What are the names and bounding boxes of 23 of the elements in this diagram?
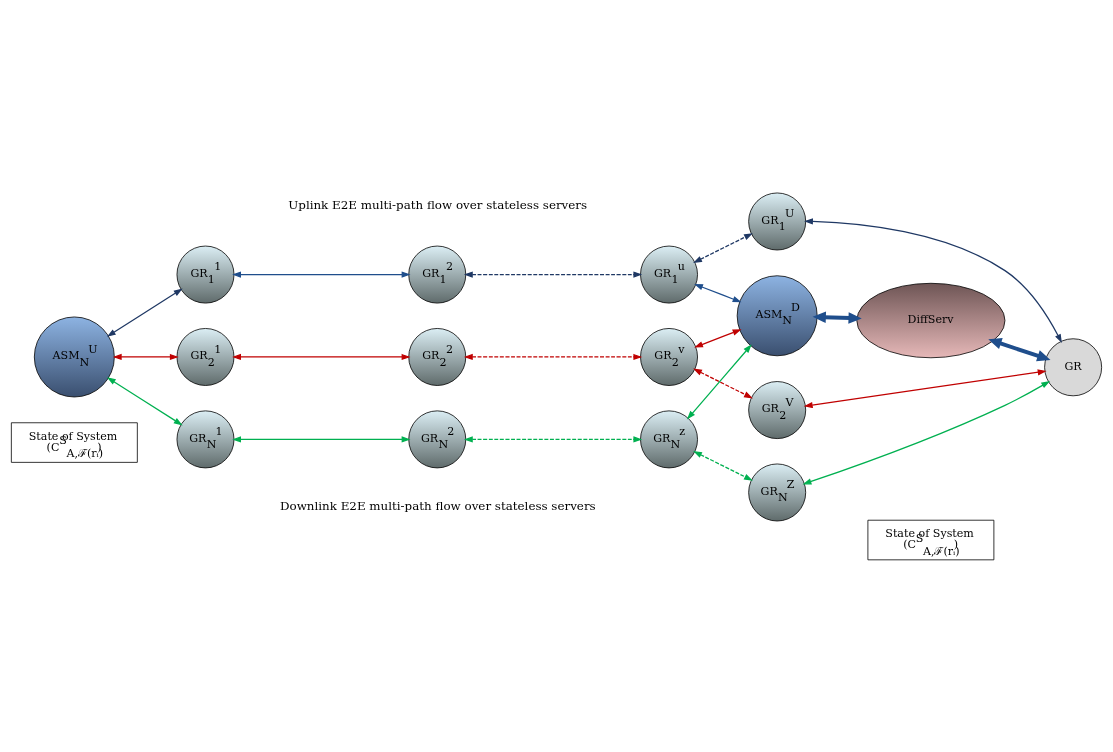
node-circle: GR [1044,338,1103,397]
arrow [232,271,411,278]
arrow [803,369,1047,409]
arrow [232,353,411,361]
arrow [693,233,753,263]
arrow [686,344,752,420]
arrow [804,218,1062,344]
arrow [106,288,183,337]
arrow [802,380,1051,485]
arrow [693,368,753,399]
label: Downlink E2E multi-path flow over stateless servers [279,499,596,514]
arrow [106,377,183,426]
arrow [693,451,753,481]
arrow [232,436,411,443]
label: Uplink E2E multi-path flow over stateless servers [288,198,588,213]
arrow [812,311,862,324]
arrow [694,329,742,348]
arrow [694,283,742,303]
arrow [463,271,643,278]
arrow [112,353,179,361]
arrow [463,353,643,361]
arrow [988,338,1051,362]
arrow [463,436,643,443]
